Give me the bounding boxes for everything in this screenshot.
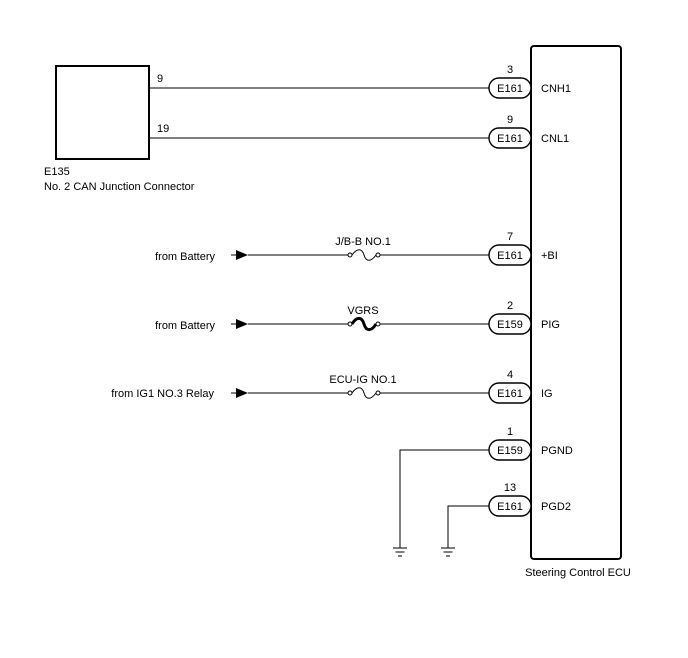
row-pgnd: E159 1 PGND [393,426,573,557]
signal-label: CNL1 [541,133,569,145]
junction-pin-9: 9 [157,73,163,85]
pin-number: 3 [507,64,513,76]
connector-code: E161 [497,501,523,513]
signal-label: PIG [541,319,560,331]
row-pig: from Battery VGRS E159 2 PIG [155,300,560,335]
connector-pill [488,439,532,461]
pin-number: 1 [507,426,513,438]
signal-label: PGD2 [541,501,571,513]
connector-code: E159 [497,319,523,331]
connector-code: E159 [497,445,523,457]
row-ig: from IG1 NO.3 Relay ECU-IG NO.1 E161 4 I… [111,369,553,404]
row-bi: from Battery J/B-B NO.1 E161 7 +BI [155,231,558,266]
row-cnh1: E161 3 CNH1 [149,64,571,99]
pin-number: 9 [507,114,513,126]
fuse-label: VGRS [347,305,378,317]
arrow-icon [236,388,248,398]
signal-label: IG [541,388,553,400]
wire-pgnd [399,449,490,548]
fuse-icon [351,249,377,261]
junction-connector-box [55,65,150,160]
row-pgd2: E161 13 PGD2 [441,482,571,557]
signal-label: CNH1 [541,83,571,95]
connector-pill [488,495,532,517]
ground-icon [393,547,407,557]
row-cnl1: E161 9 CNL1 [149,114,569,149]
source-label: from Battery [155,251,215,263]
pin-number: 13 [504,482,516,494]
signal-label: PGND [541,445,573,457]
wire-pgd2 [447,505,490,548]
ecu-name: Steering Control ECU [525,567,631,579]
connector-code: E161 [497,83,523,95]
connector-code: E161 [497,133,523,145]
connector-pill [488,127,532,149]
pin-number: 2 [507,300,513,312]
connector-pill [488,77,532,99]
pin-number: 7 [507,231,513,243]
fusible-link-icon [350,316,378,332]
fuse-icon [351,387,377,399]
connector-pill [488,382,532,404]
connector-code: E161 [497,388,523,400]
connector-code: E161 [497,250,523,262]
arrow-icon [236,250,248,260]
source-label: from Battery [155,320,215,332]
fuse-label: J/B-B NO.1 [335,236,391,248]
ground-icon [441,547,455,557]
source-label: from IG1 NO.3 Relay [111,388,214,400]
fuse-label: ECU-IG NO.1 [329,374,396,386]
connector-pill [488,313,532,335]
junction-name: No. 2 CAN Junction Connector [44,181,195,193]
arrow-icon [236,319,248,329]
signal-label: +BI [541,250,558,262]
junction-code: E135 [44,166,70,178]
junction-pin-19: 19 [157,123,169,135]
connector-pill [488,244,532,266]
ecu-box [530,45,622,560]
pin-number: 4 [507,369,513,381]
